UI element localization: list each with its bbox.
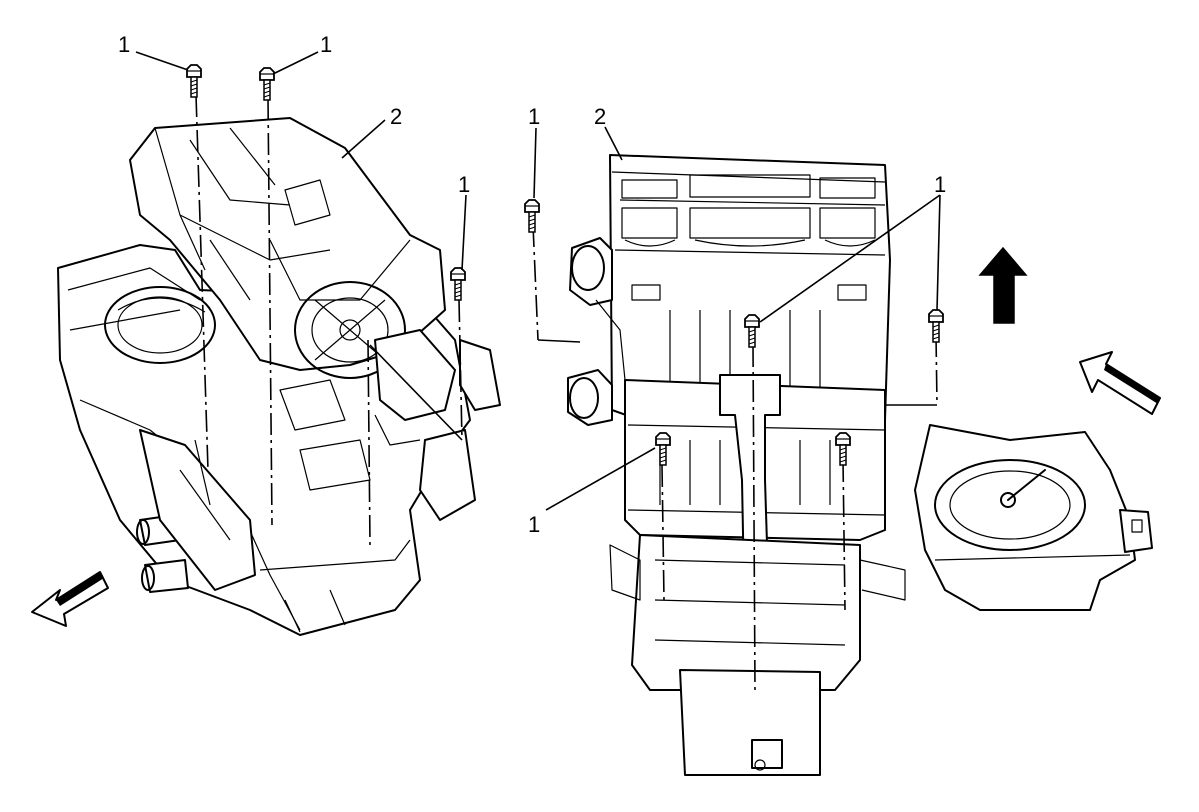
- screw-icon: [450, 267, 466, 301]
- callout-fastener: 1: [458, 172, 470, 197]
- direction-arrow-icon: [1079, 351, 1161, 415]
- callout-fastener: 1: [320, 32, 332, 57]
- callout-case: 2: [390, 104, 402, 129]
- right-hvac-module: [567, 154, 906, 776]
- callout-fastener: 1: [118, 32, 130, 57]
- screw-icon: [186, 64, 202, 98]
- callout-fastener: 1: [934, 172, 946, 197]
- screw-icon: [928, 309, 944, 343]
- callout-fastener: 1: [528, 104, 540, 129]
- blower-module: [914, 424, 1153, 611]
- right-fastener-guides: [532, 224, 938, 691]
- callout-case: 2: [594, 104, 606, 129]
- left-fastener-guides: [195, 94, 463, 546]
- screw-icon: [259, 67, 275, 101]
- screw-icon: [524, 199, 540, 233]
- callout-fastener: 1: [528, 512, 540, 537]
- left-hvac-module: [57, 117, 501, 636]
- direction-arrow-icon: [31, 571, 109, 627]
- direction-arrow-icon: [978, 246, 1028, 324]
